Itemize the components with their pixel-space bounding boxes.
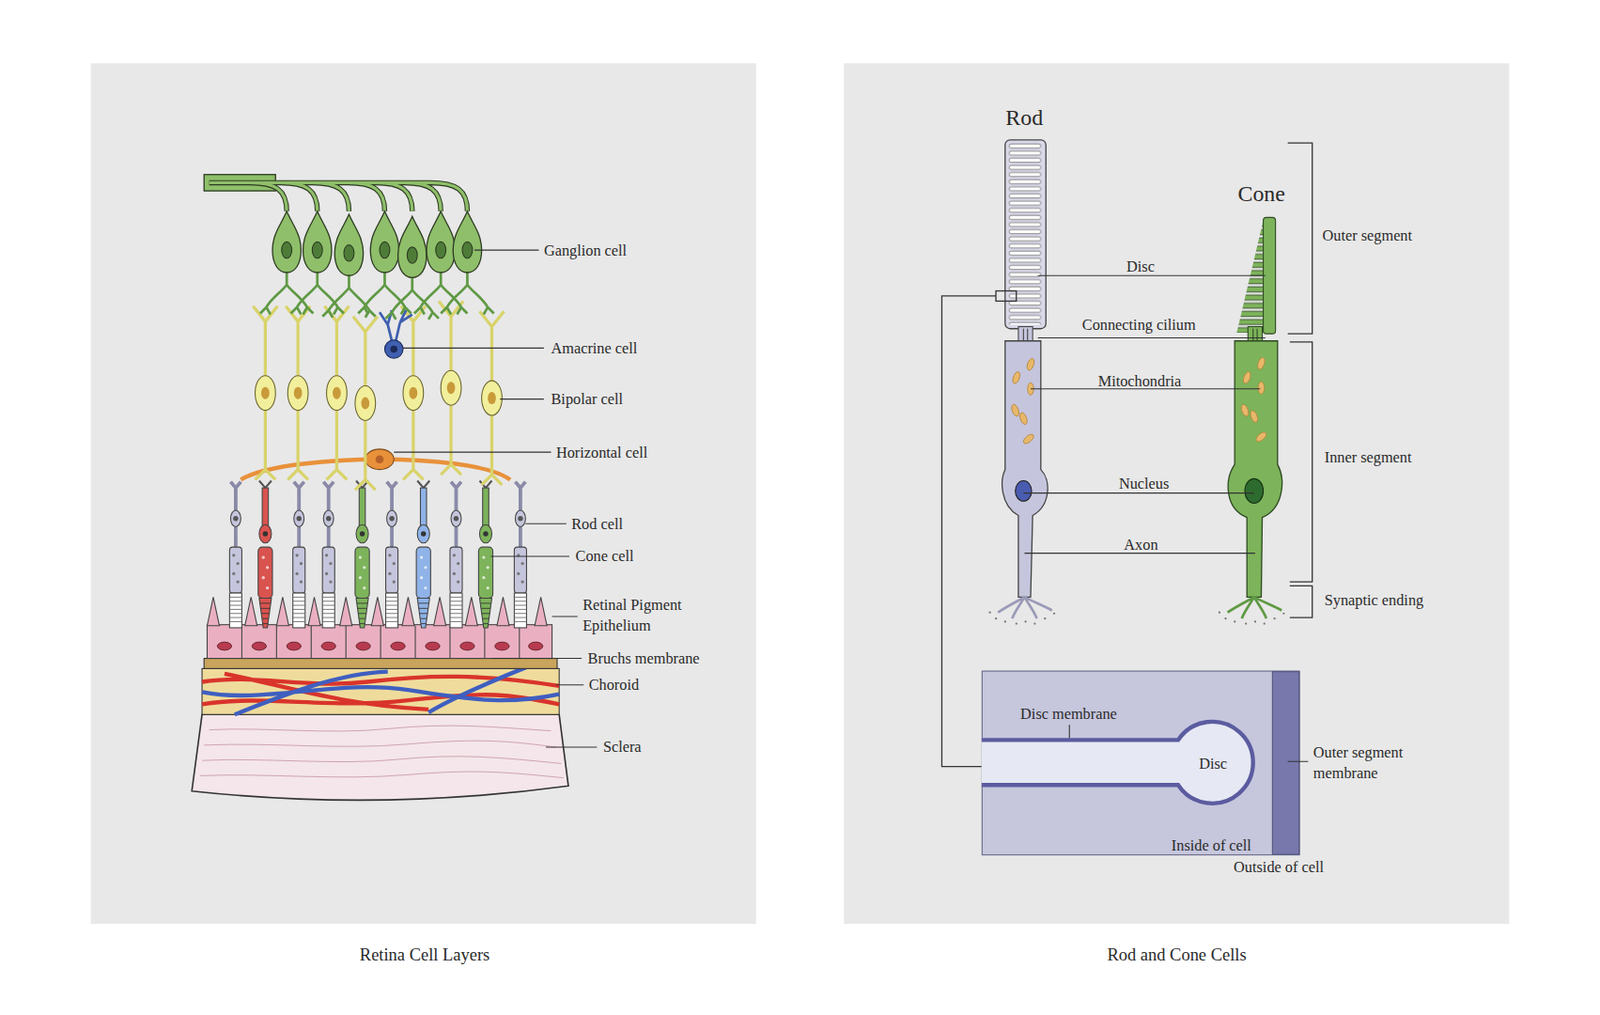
part-label: Mitochondria [1098,370,1182,391]
outer-segment-membrane [1272,671,1299,855]
part-label: Cone cell [575,545,635,567]
part-label: Outer segment [1322,225,1413,247]
caption: Retina Cell Layers [359,942,490,966]
part-label: Axon [1123,534,1158,556]
mitochondrion [1256,356,1267,370]
part-label: Rod cell [571,512,623,534]
part-label: Amacrine cell [550,337,637,358]
nucleus [217,641,232,651]
horizontal-cell [365,449,394,470]
mitochondrion [1018,411,1029,425]
part-label: Bipolar cell [550,388,622,410]
part-label: Rod [1005,103,1043,132]
part-label: Synaptic ending [1324,590,1424,611]
nucleus [286,641,301,651]
mitochondrion [1240,403,1251,417]
rod-outer-segment [1005,139,1046,329]
nucleus [495,641,510,651]
rod-mitochondria [1009,357,1036,445]
nucleus [389,345,398,354]
part-label: Cone [1237,179,1285,208]
mitochondrion [1249,409,1260,423]
part-label: Inside of cell [1171,834,1252,855]
part-label: Retinal Pigment Epithelium [582,594,698,636]
sclera-layer [191,714,569,800]
mitochondrion [1009,403,1021,417]
part-label: Disc membrane [1020,702,1118,724]
rod-discs [1005,142,1046,325]
mitochondrion [1242,371,1253,385]
nucleus [460,641,475,651]
cilium-line [1023,328,1027,342]
amacrine-cell [384,340,404,359]
mitochondrion [1025,357,1037,371]
mitochondrion [1022,432,1036,445]
part-label: Nucleus [1118,473,1169,495]
nucleus [528,641,544,651]
part-label: Sclera [603,736,642,758]
connecting-cilium [1247,326,1262,342]
part-label: Disc [1126,256,1155,278]
part-label: Bruchs membrane [588,648,700,669]
connecting-cilium [1018,326,1033,342]
caption: Rod and Cone Cells [1106,942,1246,966]
part-label: Choroid [589,674,639,696]
artery [201,673,560,710]
mitochondrion [1258,381,1265,394]
nucleus [251,641,266,651]
mitochondrion [1254,430,1268,443]
part-label: Outer segment membrane [1313,742,1420,783]
part-label: Horizontal cell [556,441,648,463]
nucleus [321,641,336,651]
part-label: Inner segment [1324,447,1413,468]
nucleus [375,454,385,464]
nucleus [356,641,371,651]
rpe-layer [206,624,552,659]
part-label: Connecting cilium [1082,314,1197,336]
cilium-line [1253,328,1258,342]
cone-mitochondria [1240,356,1269,443]
bruchs-membrane [203,658,558,669]
part-label: Outside of cell [1233,855,1324,877]
part-label: Disc [1198,753,1228,775]
cone-nucleus [1244,478,1264,503]
mitochondrion [1010,371,1022,385]
rpe-nuclei [217,641,543,651]
sclera-fibers [200,725,564,777]
part-label: Ganglion cell [543,239,627,261]
nucleus [425,641,440,651]
vein [201,665,560,715]
nucleus [390,641,405,651]
rpe-cell-border [241,625,519,659]
rod-nucleus [1015,481,1032,502]
